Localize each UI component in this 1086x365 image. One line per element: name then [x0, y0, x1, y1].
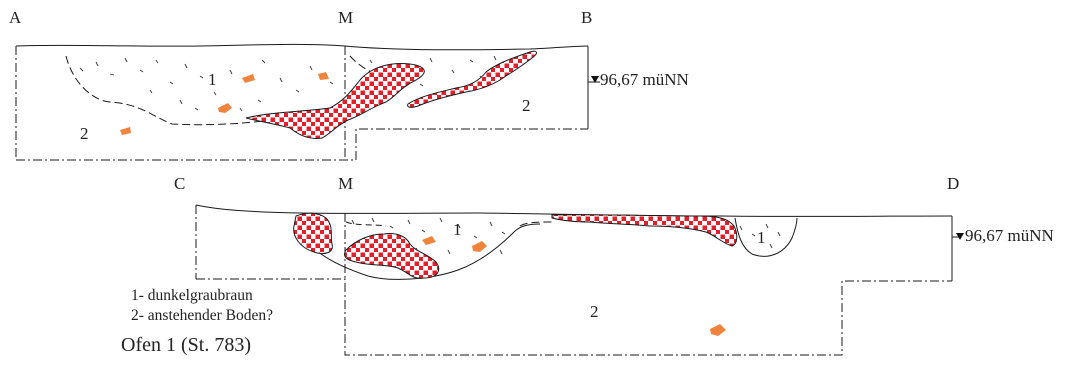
layer-label-fill-bottom-b: 1: [757, 228, 766, 247]
stones-top: [120, 72, 329, 135]
figure-title: Ofen 1 (St. 783): [121, 334, 251, 356]
burnt-clay-layer-bottom-3: [551, 214, 738, 247]
layer-label-fill-bottom-a: 1: [453, 220, 462, 239]
stones-bottom: [422, 236, 726, 336]
fill-speckles-bottom: [351, 217, 781, 255]
point-label-a: A: [9, 8, 22, 27]
layer-label-subsoil-top-left: 2: [80, 124, 89, 143]
elevation-marker-bottom: [956, 233, 964, 240]
elevation-label-bottom: 96,67 müNN: [965, 226, 1054, 245]
burnt-clay-layer-top-1: [245, 63, 425, 139]
surface-line-bottom: [195, 204, 953, 217]
burnt-clay-layer-top-2: [407, 50, 537, 108]
burnt-clay-layer-bottom-1: [293, 212, 333, 255]
layer-label-fill-top: 1: [208, 70, 217, 89]
point-label-c: C: [174, 174, 186, 193]
layer-label-subsoil-top-right: 2: [522, 96, 531, 115]
elevation-label-top: 96,67 müNN: [600, 70, 689, 89]
profile-top: [15, 43, 600, 161]
burnt-clay-layer-bottom-2: [343, 233, 440, 279]
point-label-m-bottom: M: [338, 174, 354, 193]
legend-item-1: 1- dunkelgraubraun: [131, 287, 253, 304]
point-label-m-top: M: [338, 8, 354, 27]
point-label-b: B: [581, 8, 593, 27]
legend-item-2: 2- anstehender Boden?: [131, 307, 274, 324]
elevation-marker-top: [591, 76, 599, 83]
profile-bottom: [195, 204, 960, 356]
layer-label-subsoil-bottom: 2: [590, 302, 599, 321]
fill-speckles-top: [79, 55, 497, 112]
point-label-d: D: [947, 174, 960, 193]
surface-line-top: [15, 43, 589, 51]
